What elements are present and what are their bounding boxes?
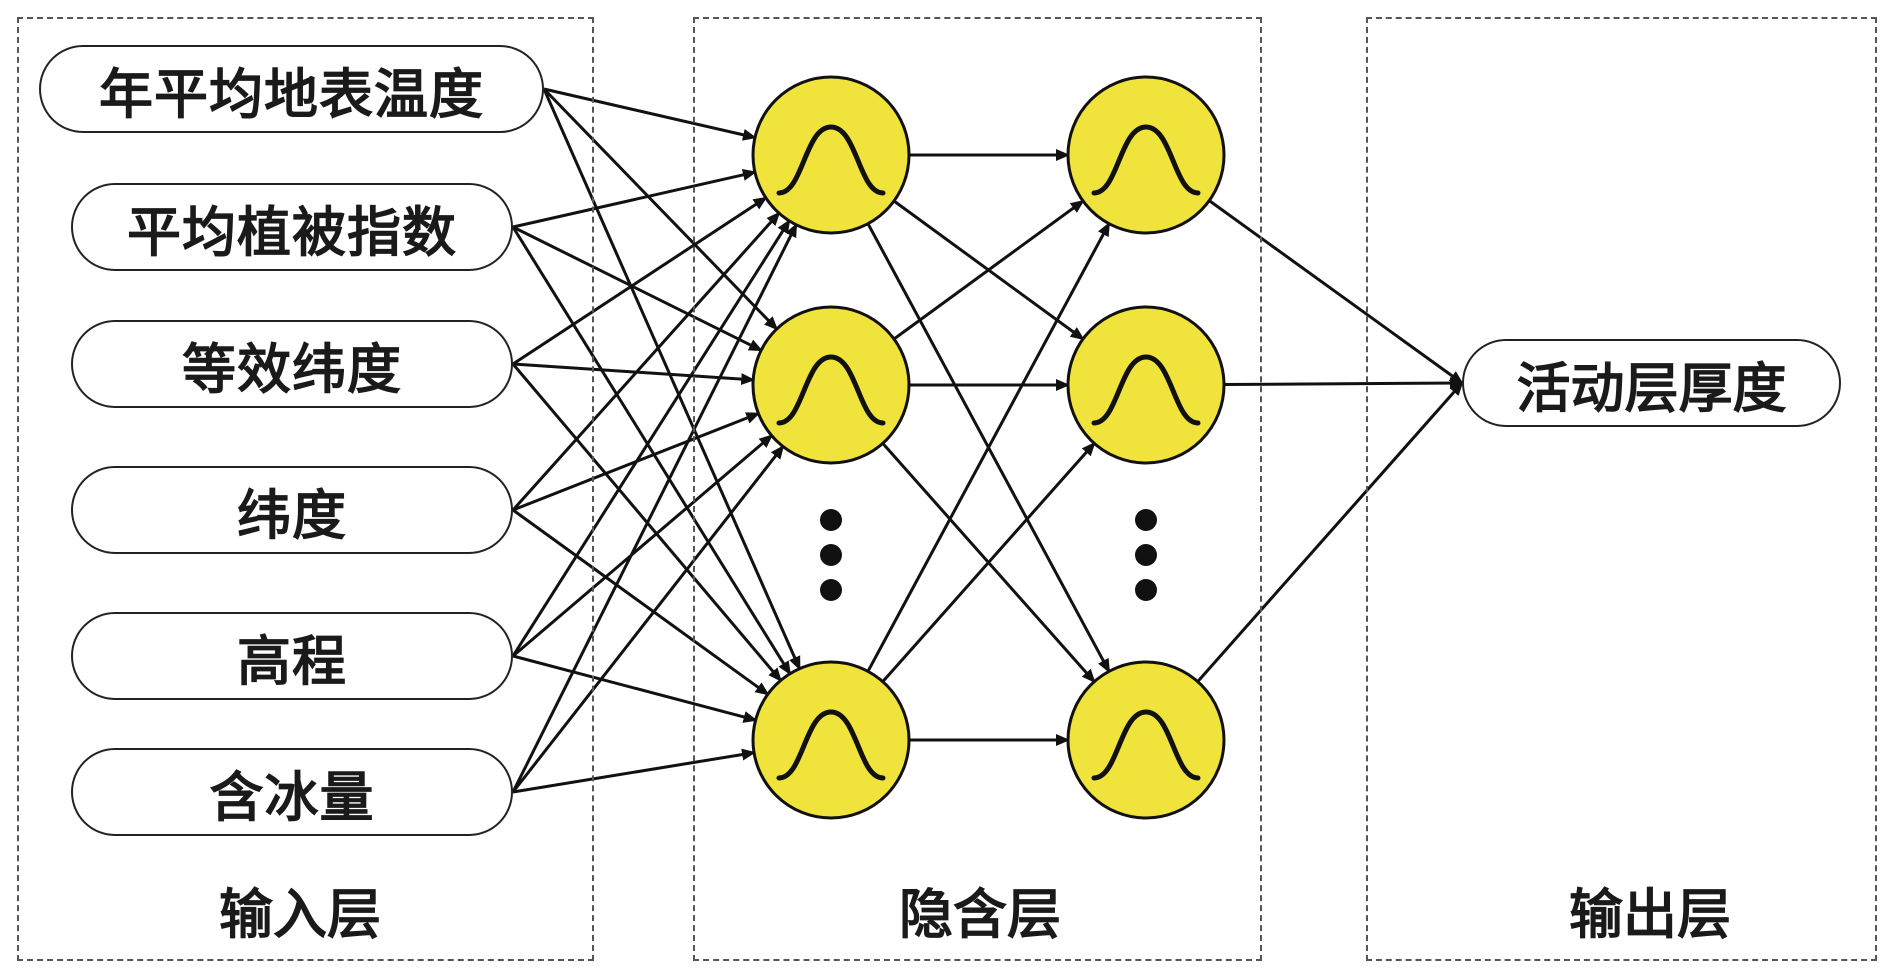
edge-input-2-hidden1-0 [512, 196, 768, 366]
output-node-active-layer-thickness: 活动层厚度 [1462, 339, 1841, 427]
hidden-node-col1-2 [751, 660, 911, 820]
input-node-surface-temperature: 年平均地表温度 [39, 45, 544, 133]
edge-input-4-hidden1-1 [512, 434, 774, 658]
edge-hidden2-0-output [1208, 199, 1464, 385]
edge-hidden1-2-hidden2-1 [881, 441, 1096, 683]
hidden-node-col1-1 [751, 305, 911, 465]
hidden-layer-frame [693, 17, 1262, 961]
ellipsis-dots [820, 509, 1157, 601]
edge-input-0-hidden1-1 [542, 87, 779, 331]
edge-hidden2-1-output [1223, 377, 1464, 390]
ellipsis-dot-col2-1 [1135, 544, 1157, 566]
input-node-latitude: 纬度 [71, 466, 513, 554]
gaussian-curve-icon [1091, 354, 1201, 426]
input-node-equivalent-latitude: 等效纬度 [71, 320, 513, 408]
input-node-elevation: 高程 [71, 612, 513, 700]
gaussian-curve-icon [776, 354, 886, 426]
input-layer-label: 输入层 [219, 882, 381, 946]
edge-hidden1-1-hidden2-0 [893, 199, 1085, 341]
ellipsis-dot-col1-0 [820, 509, 842, 531]
edge-input-1-hidden1-0 [512, 169, 757, 229]
ellipsis-dot-col1-2 [820, 579, 842, 601]
input-layer-frame [17, 17, 594, 961]
edge-input-2-hidden1-1 [512, 362, 756, 386]
hidden-layer-label: 隐含层 [899, 882, 1061, 946]
hidden-node-col2-2 [1066, 660, 1226, 820]
hidden-nodes [751, 75, 1226, 820]
hidden-node-col2-1 [1066, 305, 1226, 465]
gaussian-curve-icon [1091, 124, 1201, 196]
edge-input-0-hidden1-0 [543, 87, 757, 141]
edge-input-0-hidden1-2 [542, 88, 801, 671]
input-node-vegetation-index: 平均植被指数 [71, 183, 513, 271]
output-layer-label: 输出层 [1569, 882, 1731, 946]
edge-hidden1-2-hidden2-0 [866, 221, 1111, 673]
gaussian-curve-icon [776, 709, 886, 781]
edge-hidden2-2-output [1196, 381, 1464, 683]
edge-input-4-hidden1-2 [512, 654, 758, 723]
input-node-ice-content: 含冰量 [71, 748, 513, 836]
hidden-node-col2-0 [1066, 75, 1226, 235]
ellipsis-dot-col1-1 [820, 544, 842, 566]
edge-input-4-hidden1-0 [511, 219, 791, 657]
connection-lines [511, 87, 1464, 794]
output-layer-frame [1366, 17, 1877, 961]
gaussian-curve-icon [1091, 709, 1201, 781]
gaussian-curve-icon [776, 124, 886, 196]
edge-input-5-hidden1-0 [511, 222, 798, 793]
edge-input-5-hidden1-2 [512, 748, 756, 794]
ellipsis-dot-col2-2 [1135, 579, 1157, 601]
edge-input-3-hidden1-0 [511, 211, 781, 512]
edge-input-5-hidden1-1 [511, 444, 785, 793]
ellipsis-dot-col2-0 [1135, 509, 1157, 531]
edge-input-1-hidden1-2 [511, 226, 792, 676]
hidden-node-col1-0 [751, 75, 911, 235]
edge-input-3-hidden1-2 [512, 508, 770, 696]
